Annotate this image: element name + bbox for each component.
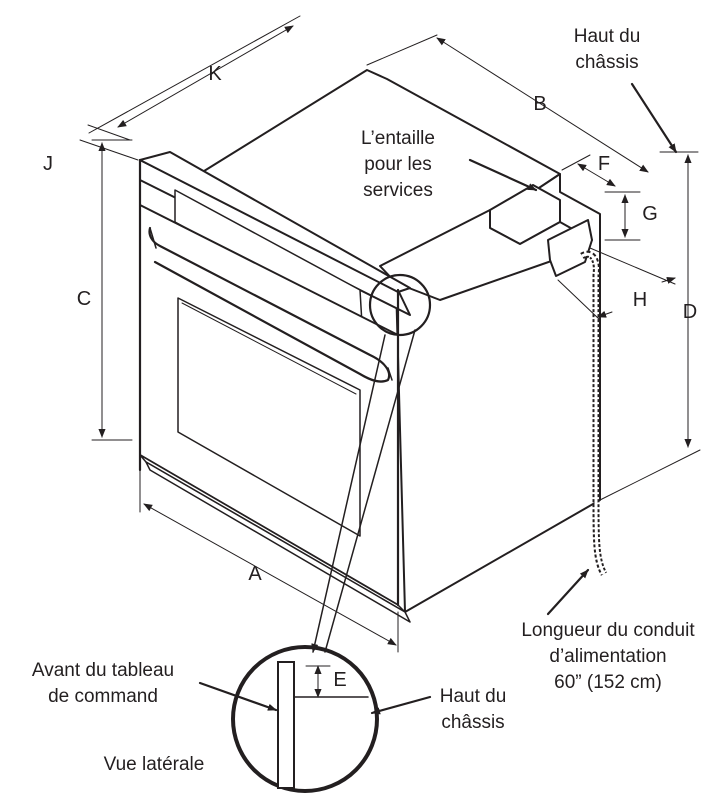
dim-label-J: J — [43, 153, 53, 175]
rear-bracket — [547, 219, 593, 277]
svg-text:60” (152 cm): 60” (152 cm) — [554, 672, 662, 693]
label-chassis-top: Haut du châssis — [574, 26, 641, 73]
dim-label-K: K — [208, 63, 222, 85]
svg-text:châssis: châssis — [575, 52, 638, 73]
dim-label-F: F — [598, 153, 610, 175]
svg-text:pour les: pour les — [364, 154, 432, 175]
label-conduit-length: Longueur du conduit d’alimentation 60” (… — [521, 620, 695, 693]
panel-front-arrow — [198, 681, 278, 712]
detail-circle — [231, 645, 379, 793]
door-handle — [148, 226, 391, 383]
conduit-arrow — [546, 568, 590, 616]
svg-text:Longueur du conduit: Longueur du conduit — [521, 620, 695, 641]
detail-chassis-arrow — [370, 695, 432, 715]
dim-label-E: E — [333, 669, 346, 691]
dim-label-B: B — [533, 93, 546, 115]
detail-panel — [277, 661, 369, 789]
callout-circle-small — [368, 273, 432, 337]
svg-text:Avant du tableau: Avant du tableau — [32, 660, 174, 681]
svg-text:Haut du: Haut du — [440, 686, 507, 707]
svg-text:de command: de command — [48, 686, 158, 707]
label-detail-chassis-top: Haut du châssis — [440, 686, 507, 733]
label-service-notch: L’entaille pour les services — [361, 128, 435, 201]
label-side-view: Vue latérale — [104, 754, 205, 775]
oven-body — [138, 69, 601, 623]
dim-label-G: G — [642, 203, 658, 225]
svg-text:L’entaille: L’entaille — [361, 128, 435, 149]
label-panel-front: Avant du tableau de command — [32, 660, 174, 707]
dim-label-H: H — [633, 289, 647, 311]
dim-label-C: C — [77, 288, 91, 310]
dim-label-A: A — [248, 563, 262, 585]
svg-text:Haut du: Haut du — [574, 26, 641, 47]
dimension-lines — [79, 15, 701, 653]
chassis-top-arrow — [630, 82, 678, 154]
svg-text:châssis: châssis — [441, 712, 504, 733]
control-panel-face — [139, 151, 411, 293]
svg-text:services: services — [363, 180, 433, 201]
svg-text:d’alimentation: d’alimentation — [549, 646, 666, 667]
dim-label-D: D — [683, 301, 697, 323]
service-notch-arrow — [468, 158, 538, 192]
